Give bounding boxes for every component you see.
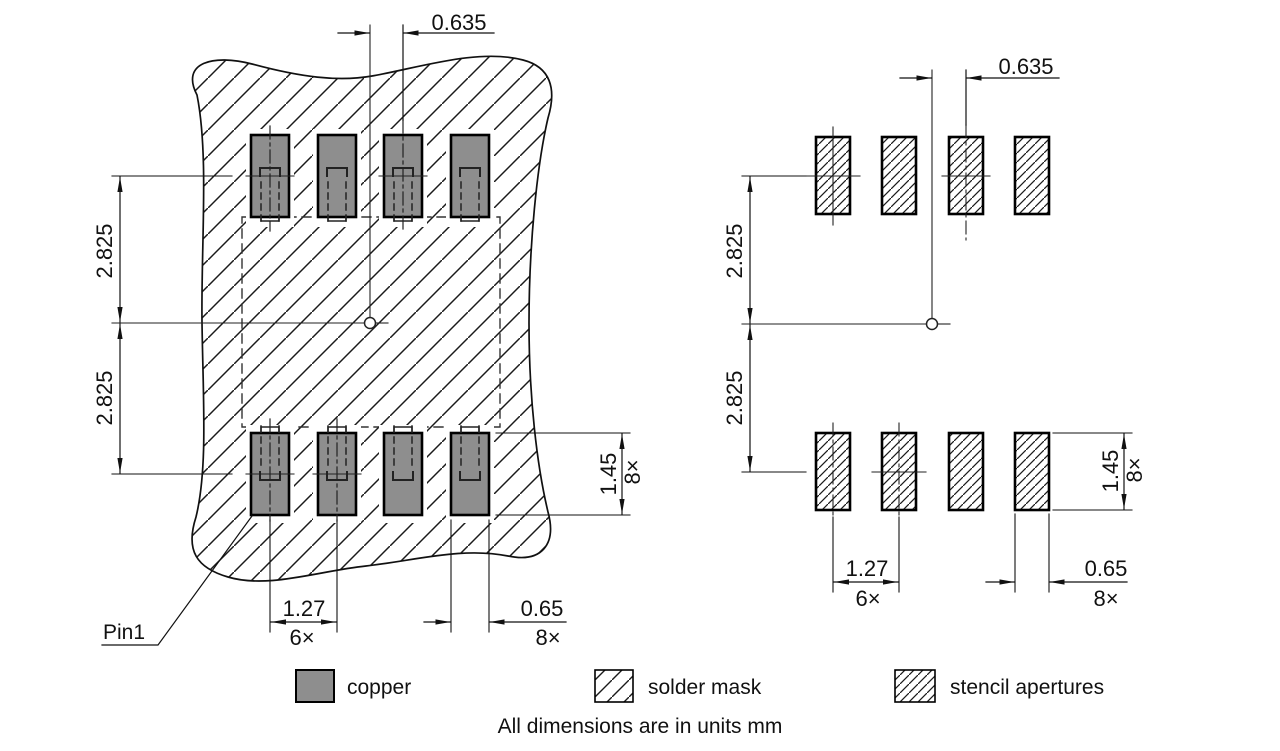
- dim-pad-pitch: [832, 516, 900, 593]
- dim-pad-height-value: 1.45: [1098, 450, 1123, 493]
- stencil-aperture: [1013, 431, 1051, 512]
- pad-crosshairs: [245, 175, 428, 475]
- dim-row-offset-top-value: 2.825: [92, 223, 117, 278]
- dim-row-offset: [111, 175, 233, 475]
- aperture-centerlines: [805, 124, 991, 518]
- legend-solder-mask-label: solder mask: [648, 676, 762, 699]
- legend-copper-label: copper: [347, 676, 411, 699]
- dim-center-offset: [337, 24, 495, 121]
- legend-solder-mask-swatch: [594, 669, 634, 703]
- units-note: All dimensions are in units mm: [498, 715, 783, 738]
- dim-pad-pitch-value: 1.27: [283, 596, 326, 621]
- dim-center-offset-value: 0.635: [431, 10, 486, 35]
- dim-pad-pitch-qty: 6×: [855, 586, 880, 611]
- dim-row-offset: [741, 175, 807, 473]
- dim-center-offset: [899, 69, 1060, 126]
- copper-pad: [316, 133, 358, 219]
- dim-pad-pitch-qty: 6×: [289, 625, 314, 650]
- component-body-outline: [241, 216, 501, 428]
- dim-pad-height-qty: 8×: [1122, 457, 1147, 482]
- dim-pad-width: [423, 519, 567, 633]
- legend-copper-swatch: [295, 669, 335, 703]
- dim-pad-width: [985, 513, 1128, 593]
- stencil-aperture-figure: 0.635 2.825 2.825 1.27 6× 0.65 8×: [722, 54, 1147, 611]
- dim-pad-pitch: [269, 519, 338, 633]
- dim-row-offset-top-value: 2.825: [722, 223, 747, 278]
- legend: copper solder mask stencil apertures: [295, 669, 1104, 703]
- legend-stencil-label: stencil apertures: [950, 676, 1104, 699]
- dim-pad-width-value: 0.65: [521, 596, 564, 621]
- dim-pad-pitch-value: 1.27: [846, 556, 889, 581]
- copper-pad: [382, 431, 424, 517]
- stencil-aperture: [1013, 135, 1051, 216]
- dim-pad-height-value: 1.45: [596, 453, 621, 496]
- origin-marker: [111, 24, 389, 330]
- origin-marker: [741, 69, 951, 331]
- dim-pad-height-qty: 8×: [620, 459, 645, 484]
- dim-pad-height: [495, 432, 631, 516]
- dim-row-offset-bottom-value: 2.825: [92, 370, 117, 425]
- dim-row-offset-bottom-value: 2.825: [722, 370, 747, 425]
- pin1-leader: [101, 515, 253, 646]
- dim-pad-width-value: 0.65: [1085, 556, 1128, 581]
- legend-stencil-swatch: [894, 669, 936, 703]
- copper-pad: [449, 431, 491, 517]
- solder-mask-region: [191, 55, 553, 582]
- pcb-land-pattern-figure: 0.635 2.825 2.825 1.27 6× 0.65 8×: [92, 10, 645, 650]
- pin1-label: Pin1: [103, 621, 145, 644]
- dim-pad-height: [1052, 432, 1133, 511]
- dim-pad-width-qty: 8×: [535, 625, 560, 650]
- stencil-aperture: [880, 135, 918, 216]
- dim-pad-width-qty: 8×: [1093, 586, 1118, 611]
- copper-pad: [449, 133, 491, 219]
- dim-center-offset-value: 0.635: [998, 54, 1053, 79]
- stencil-aperture: [947, 431, 985, 512]
